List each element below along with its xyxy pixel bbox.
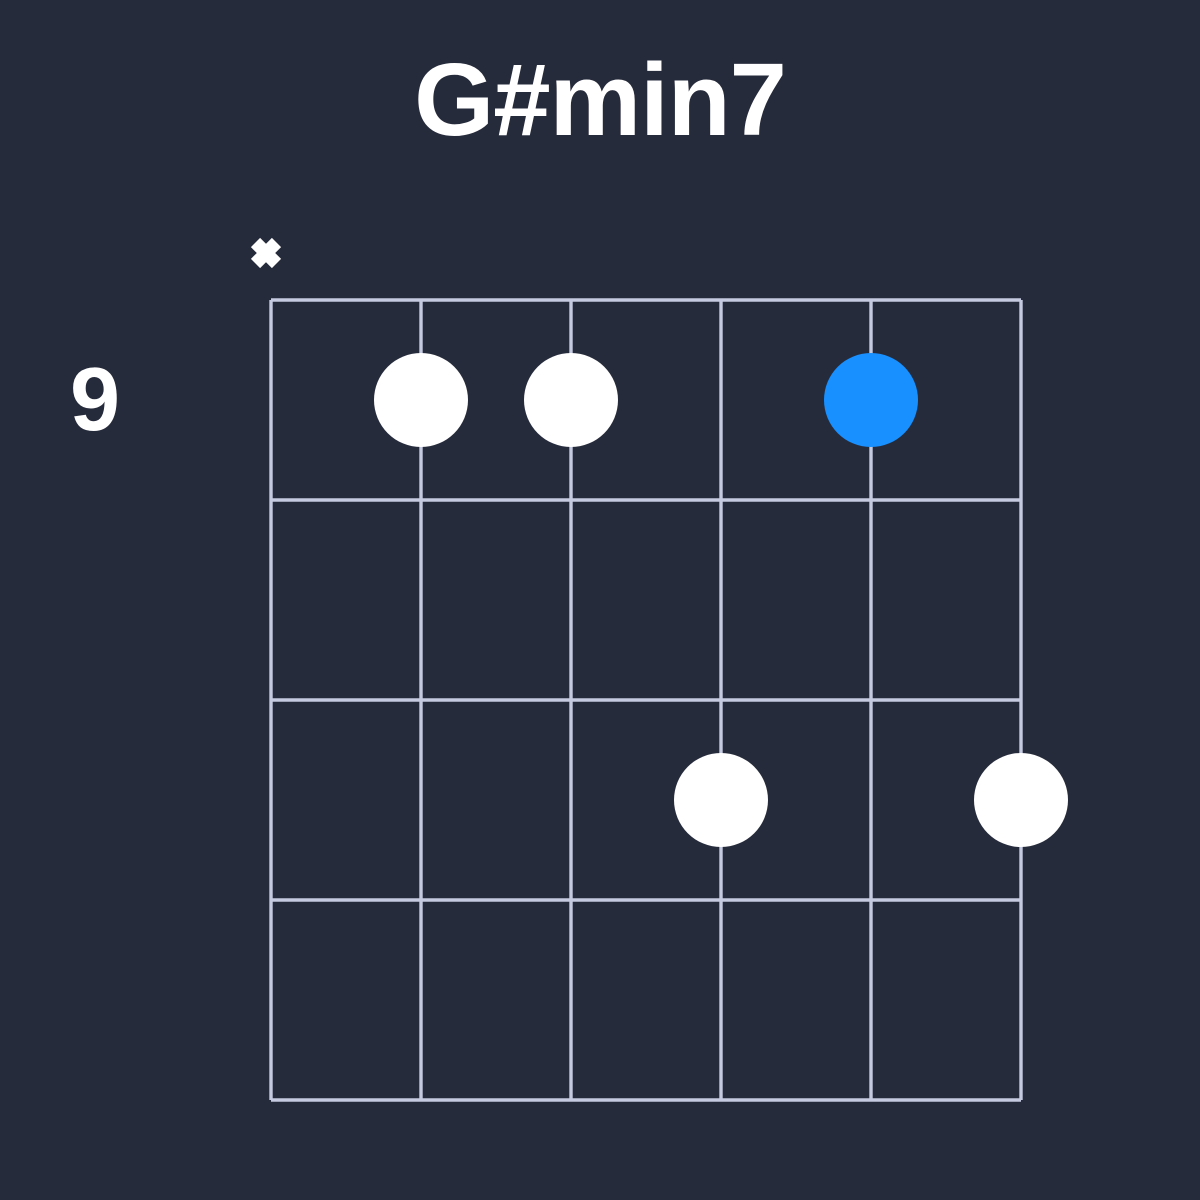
finger-dots: [374, 353, 1068, 847]
fret-lines: [271, 298, 1021, 1102]
finger-dot-string3-fret1: [524, 353, 618, 447]
fret-position-label: 9: [69, 350, 121, 450]
mute-x-icon-stroke-b: [250, 237, 282, 269]
finger-dot-string5-fret1-accent: [824, 353, 918, 447]
page-title: G#min7: [414, 42, 787, 157]
finger-dot-string6-fret3: [974, 753, 1068, 847]
finger-dot-string4-fret3: [674, 753, 768, 847]
muted-string-marker-1: [250, 237, 282, 269]
finger-dot-string2-fret1: [374, 353, 468, 447]
